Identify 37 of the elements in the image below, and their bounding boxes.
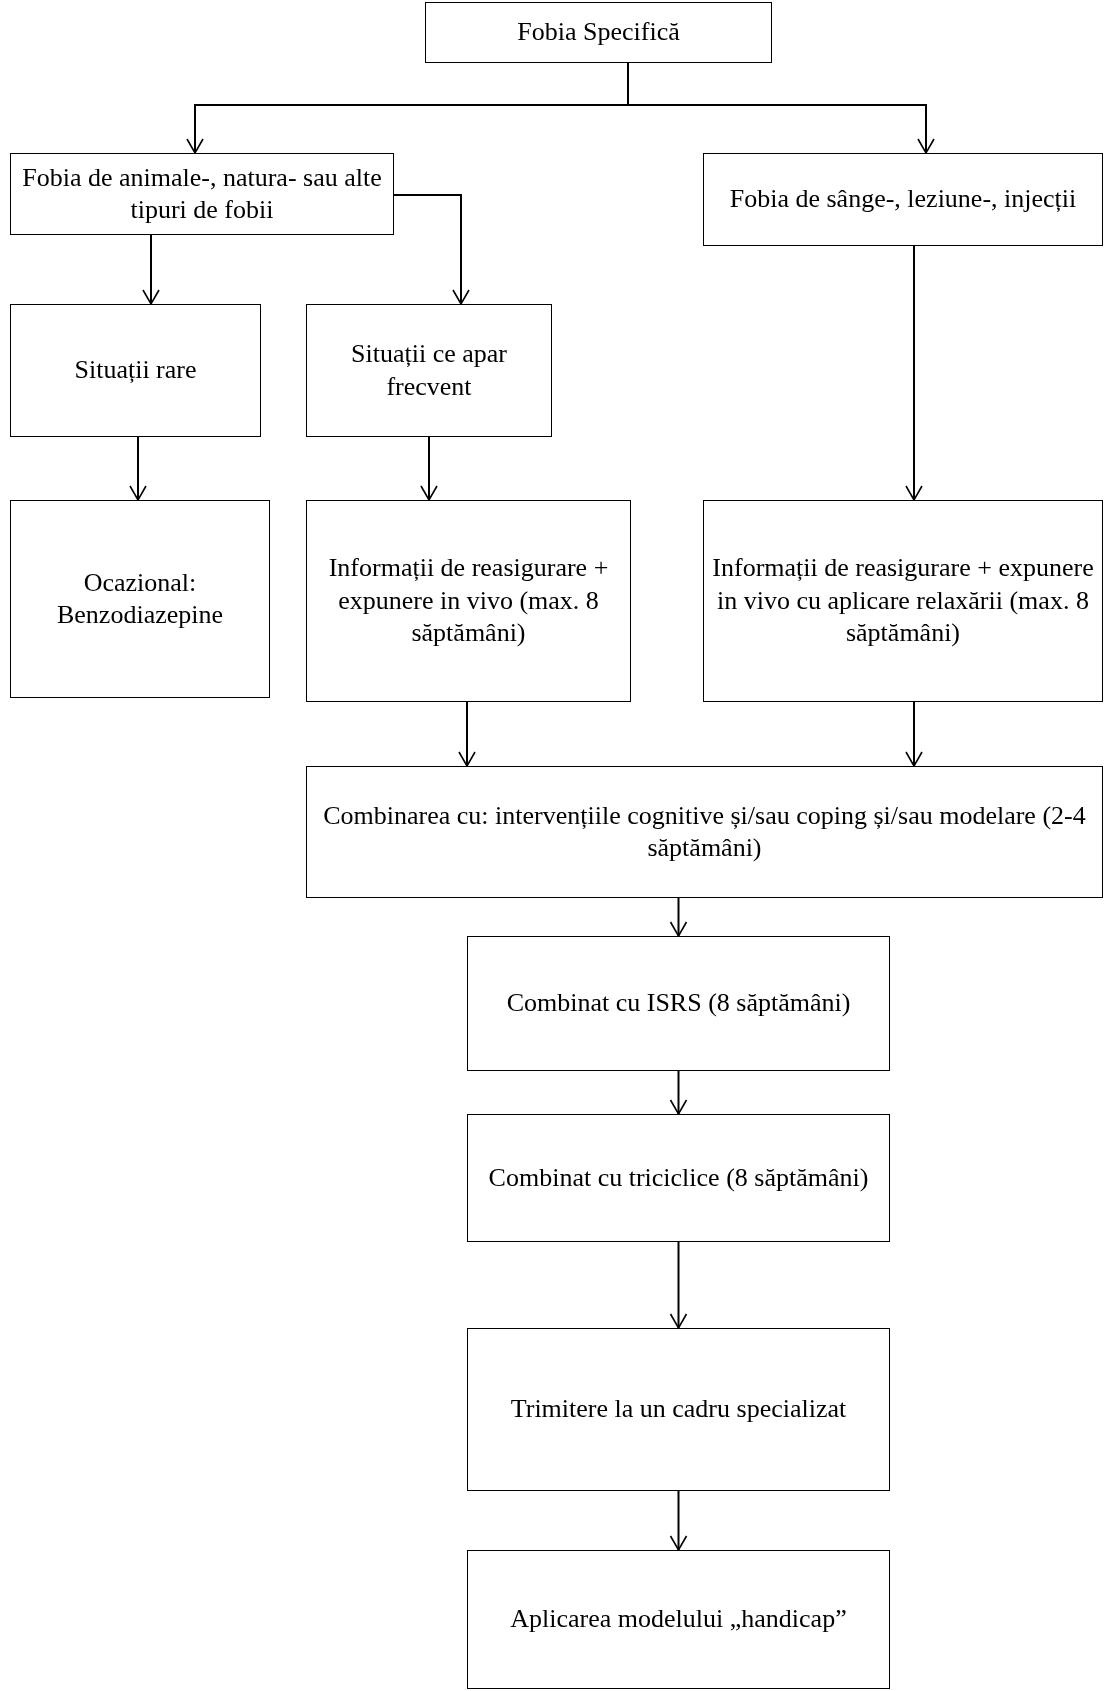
box-text: Combinarea cu: intervențiile cognitive și/sau coping și/sau modelare (2-4 săptămâni) bbox=[322, 799, 1087, 864]
arrow bbox=[393, 194, 470, 305]
process-box bbox=[10, 153, 394, 235]
arrow bbox=[905, 245, 923, 501]
process-box bbox=[10, 500, 270, 698]
box-text: Combinat cu triciclice (8 săptămâni) bbox=[488, 1161, 869, 1194]
process-box bbox=[467, 936, 890, 1071]
process-box bbox=[306, 304, 552, 437]
process-box bbox=[306, 500, 631, 702]
process-box bbox=[467, 1550, 890, 1689]
process-box bbox=[703, 153, 1103, 246]
process-box bbox=[306, 766, 1103, 898]
arrow bbox=[420, 436, 438, 501]
arrow bbox=[458, 701, 476, 767]
arrow bbox=[669, 1241, 688, 1329]
process-box bbox=[467, 1114, 890, 1242]
box-text: Aplicarea modelului „handicap” bbox=[510, 1603, 847, 1636]
arrow bbox=[905, 701, 923, 767]
box-text: Informații de reasigurare + expunere in vivo (max. 8 săptămâni) bbox=[327, 552, 610, 650]
process-box bbox=[703, 500, 1103, 702]
box-text: Situații rare bbox=[74, 354, 197, 387]
box-text: Ocazional: Benzodiazepine bbox=[56, 566, 224, 631]
box-text: Fobia Specifică bbox=[517, 16, 680, 49]
arrow bbox=[669, 897, 688, 937]
box-text: Trimitere la un cadru specializat bbox=[510, 1393, 847, 1426]
process-box bbox=[425, 2, 772, 63]
box-text: Situații ce apar frecvent bbox=[350, 338, 508, 403]
arrow bbox=[142, 234, 160, 305]
arrow bbox=[669, 1490, 688, 1551]
process-box bbox=[467, 1328, 890, 1491]
box-text: Combinat cu ISRS (8 săptămâni) bbox=[506, 987, 851, 1020]
box-text: Fobia de animale-, natura- sau alte tipuri de fobii bbox=[21, 161, 383, 226]
arrow bbox=[129, 436, 147, 501]
process-box bbox=[10, 304, 261, 437]
box-text: Fobia de sânge-, leziune-, injecții bbox=[729, 183, 1077, 216]
box-text: Informații de reasigurare + expunere in vivo cu aplicare relaxării (max. 8 săptămâni) bbox=[712, 552, 1094, 650]
arrow bbox=[669, 1070, 688, 1115]
